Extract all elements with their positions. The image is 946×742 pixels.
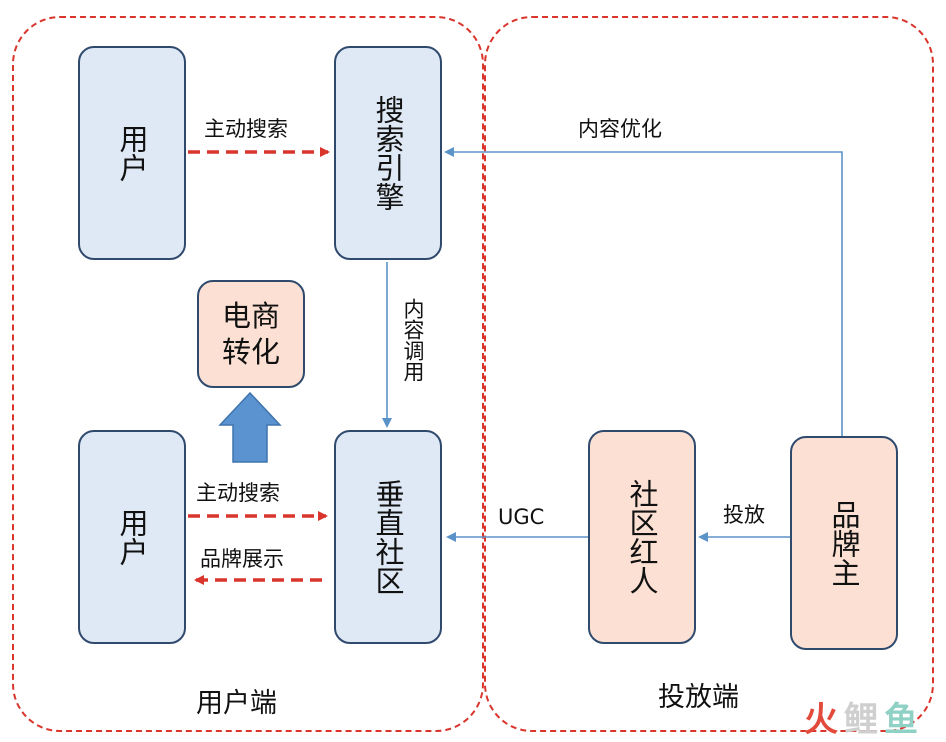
label-user-side: 用户端 [196, 688, 277, 719]
watermark-part-2: 鲤 [844, 700, 884, 740]
brand-owner-node: 品牌主 [790, 436, 898, 650]
label-placement: 投放 [723, 503, 765, 527]
search-engine-label: 搜索引擎 [371, 95, 405, 211]
watermark-logo: 火鲤鱼 [804, 700, 924, 740]
placement-side-zone [484, 16, 934, 732]
search-engine-node: 搜索引擎 [334, 46, 442, 260]
user-node-bottom-label: 用户 [115, 508, 149, 566]
brand-owner-label: 品牌主 [827, 499, 861, 587]
community-kol-label: 社区红人 [625, 479, 659, 595]
community-kol-node: 社区红人 [588, 430, 696, 644]
watermark-part-3: 鱼 [884, 700, 924, 740]
ecommerce-conversion-node: 电商 转化 [197, 280, 305, 388]
label-active-search-top: 主动搜索 [204, 117, 288, 141]
vertical-community-label: 垂直社区 [371, 479, 405, 595]
watermark-part-1: 火 [804, 700, 844, 740]
user-node-top-label: 用户 [115, 124, 149, 182]
vertical-community-node: 垂直社区 [334, 430, 442, 644]
edge-content-optimization [444, 147, 843, 436]
label-ugc: UGC [498, 505, 545, 529]
label-active-search-bottom: 主动搜索 [196, 481, 280, 505]
label-placement-side: 投放端 [658, 682, 739, 713]
user-node-bottom: 用户 [78, 430, 186, 644]
conversion-up-arrow [218, 391, 282, 463]
user-node-top: 用户 [78, 46, 186, 260]
label-content-optimization: 内容优化 [578, 117, 662, 141]
user-side-zone [12, 16, 484, 732]
label-brand-display: 品牌展示 [200, 547, 284, 571]
ecommerce-conversion-label: 电商 转化 [221, 299, 280, 369]
label-content-retrieval: 内容调用 [401, 298, 425, 382]
